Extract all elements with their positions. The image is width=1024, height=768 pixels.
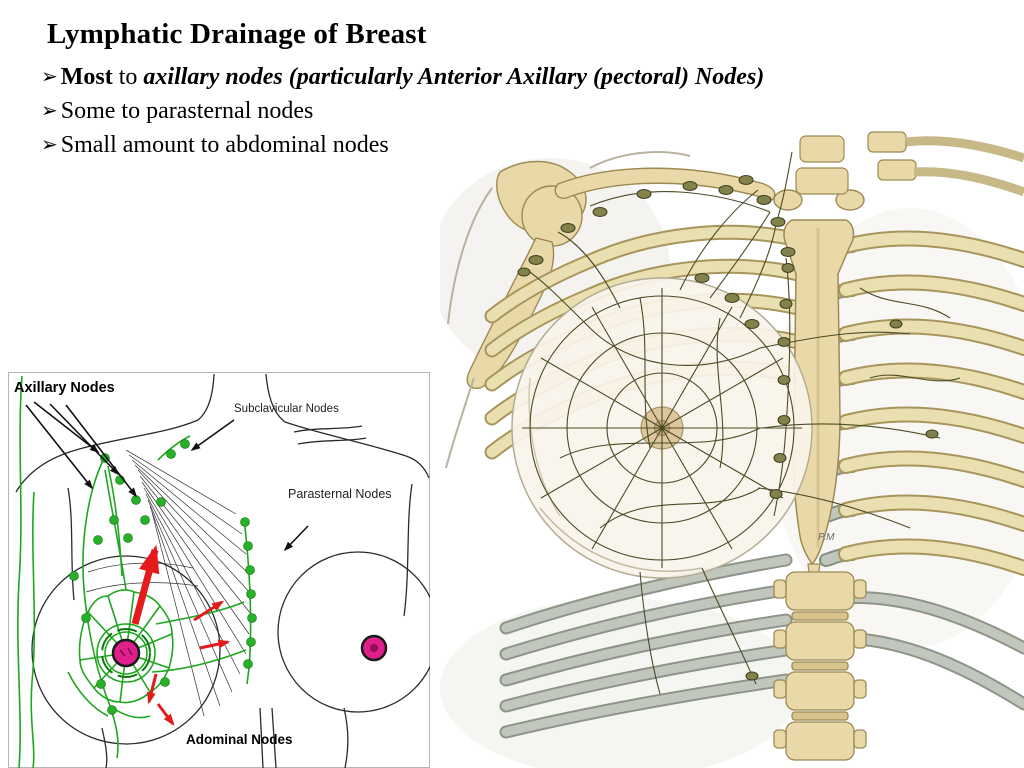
left-nipple	[111, 638, 141, 668]
lymph-nodes	[517, 175, 939, 681]
bullet-text-bold: Most	[60, 64, 113, 90]
thoracic-spine	[773, 571, 867, 761]
parasternal-nodes-label: Parasternal Nodes	[288, 487, 392, 501]
clavicle	[554, 167, 865, 211]
bullet-list: ➢Most to axillary nodes (particularly An…	[41, 60, 764, 162]
bullet-text: Some to parasternal nodes	[60, 98, 314, 124]
ribs-lower	[499, 553, 793, 739]
bullet-arrow-icon: ➢	[41, 132, 58, 156]
bullet-item: ➢Some to parasternal nodes	[41, 94, 764, 128]
cervical-vertebrae	[795, 131, 1024, 197]
thorax-illustration-figure: P.M	[430, 128, 1024, 768]
label-pointer-arrows	[25, 401, 309, 552]
abdominal-nodes-label: Adominal Nodes	[186, 732, 293, 747]
slide-title: Lymphatic Drainage of Breast	[47, 18, 427, 50]
bullet-text-mid: to	[112, 64, 144, 90]
axillary-nodes-label: Axillary Nodes	[14, 380, 115, 396]
breast-lymph-sketch-figure: Axillary Nodes Subclavicular Nodes Paras…	[8, 372, 439, 768]
subareolar-plexus-ring	[101, 628, 151, 678]
bullet-arrow-icon: ➢	[41, 64, 58, 88]
breast-lymphatic-sketch: Axillary Nodes Subclavicular Nodes Paras…	[8, 372, 439, 768]
bullet-item: ➢Most to axillary nodes (particularly An…	[41, 60, 764, 94]
bullet-text: Small amount to abdominal nodes	[60, 132, 389, 158]
lymph-nodes	[69, 439, 257, 715]
artist-initials: P.M	[818, 532, 835, 543]
thorax-lymphatic-illustration: P.M	[430, 131, 1024, 768]
bullet-text-italic: axillary nodes (particularly Anterior Ax…	[143, 64, 765, 90]
flow-arrows-red	[131, 544, 231, 726]
lymph-plexus	[522, 151, 961, 695]
bullet-item: ➢Small amount to abdominal nodes	[41, 128, 764, 162]
bullet-arrow-icon: ➢	[41, 98, 58, 122]
subclavicular-nodes-label: Subclavicular Nodes	[234, 403, 339, 415]
nipples	[111, 634, 388, 668]
